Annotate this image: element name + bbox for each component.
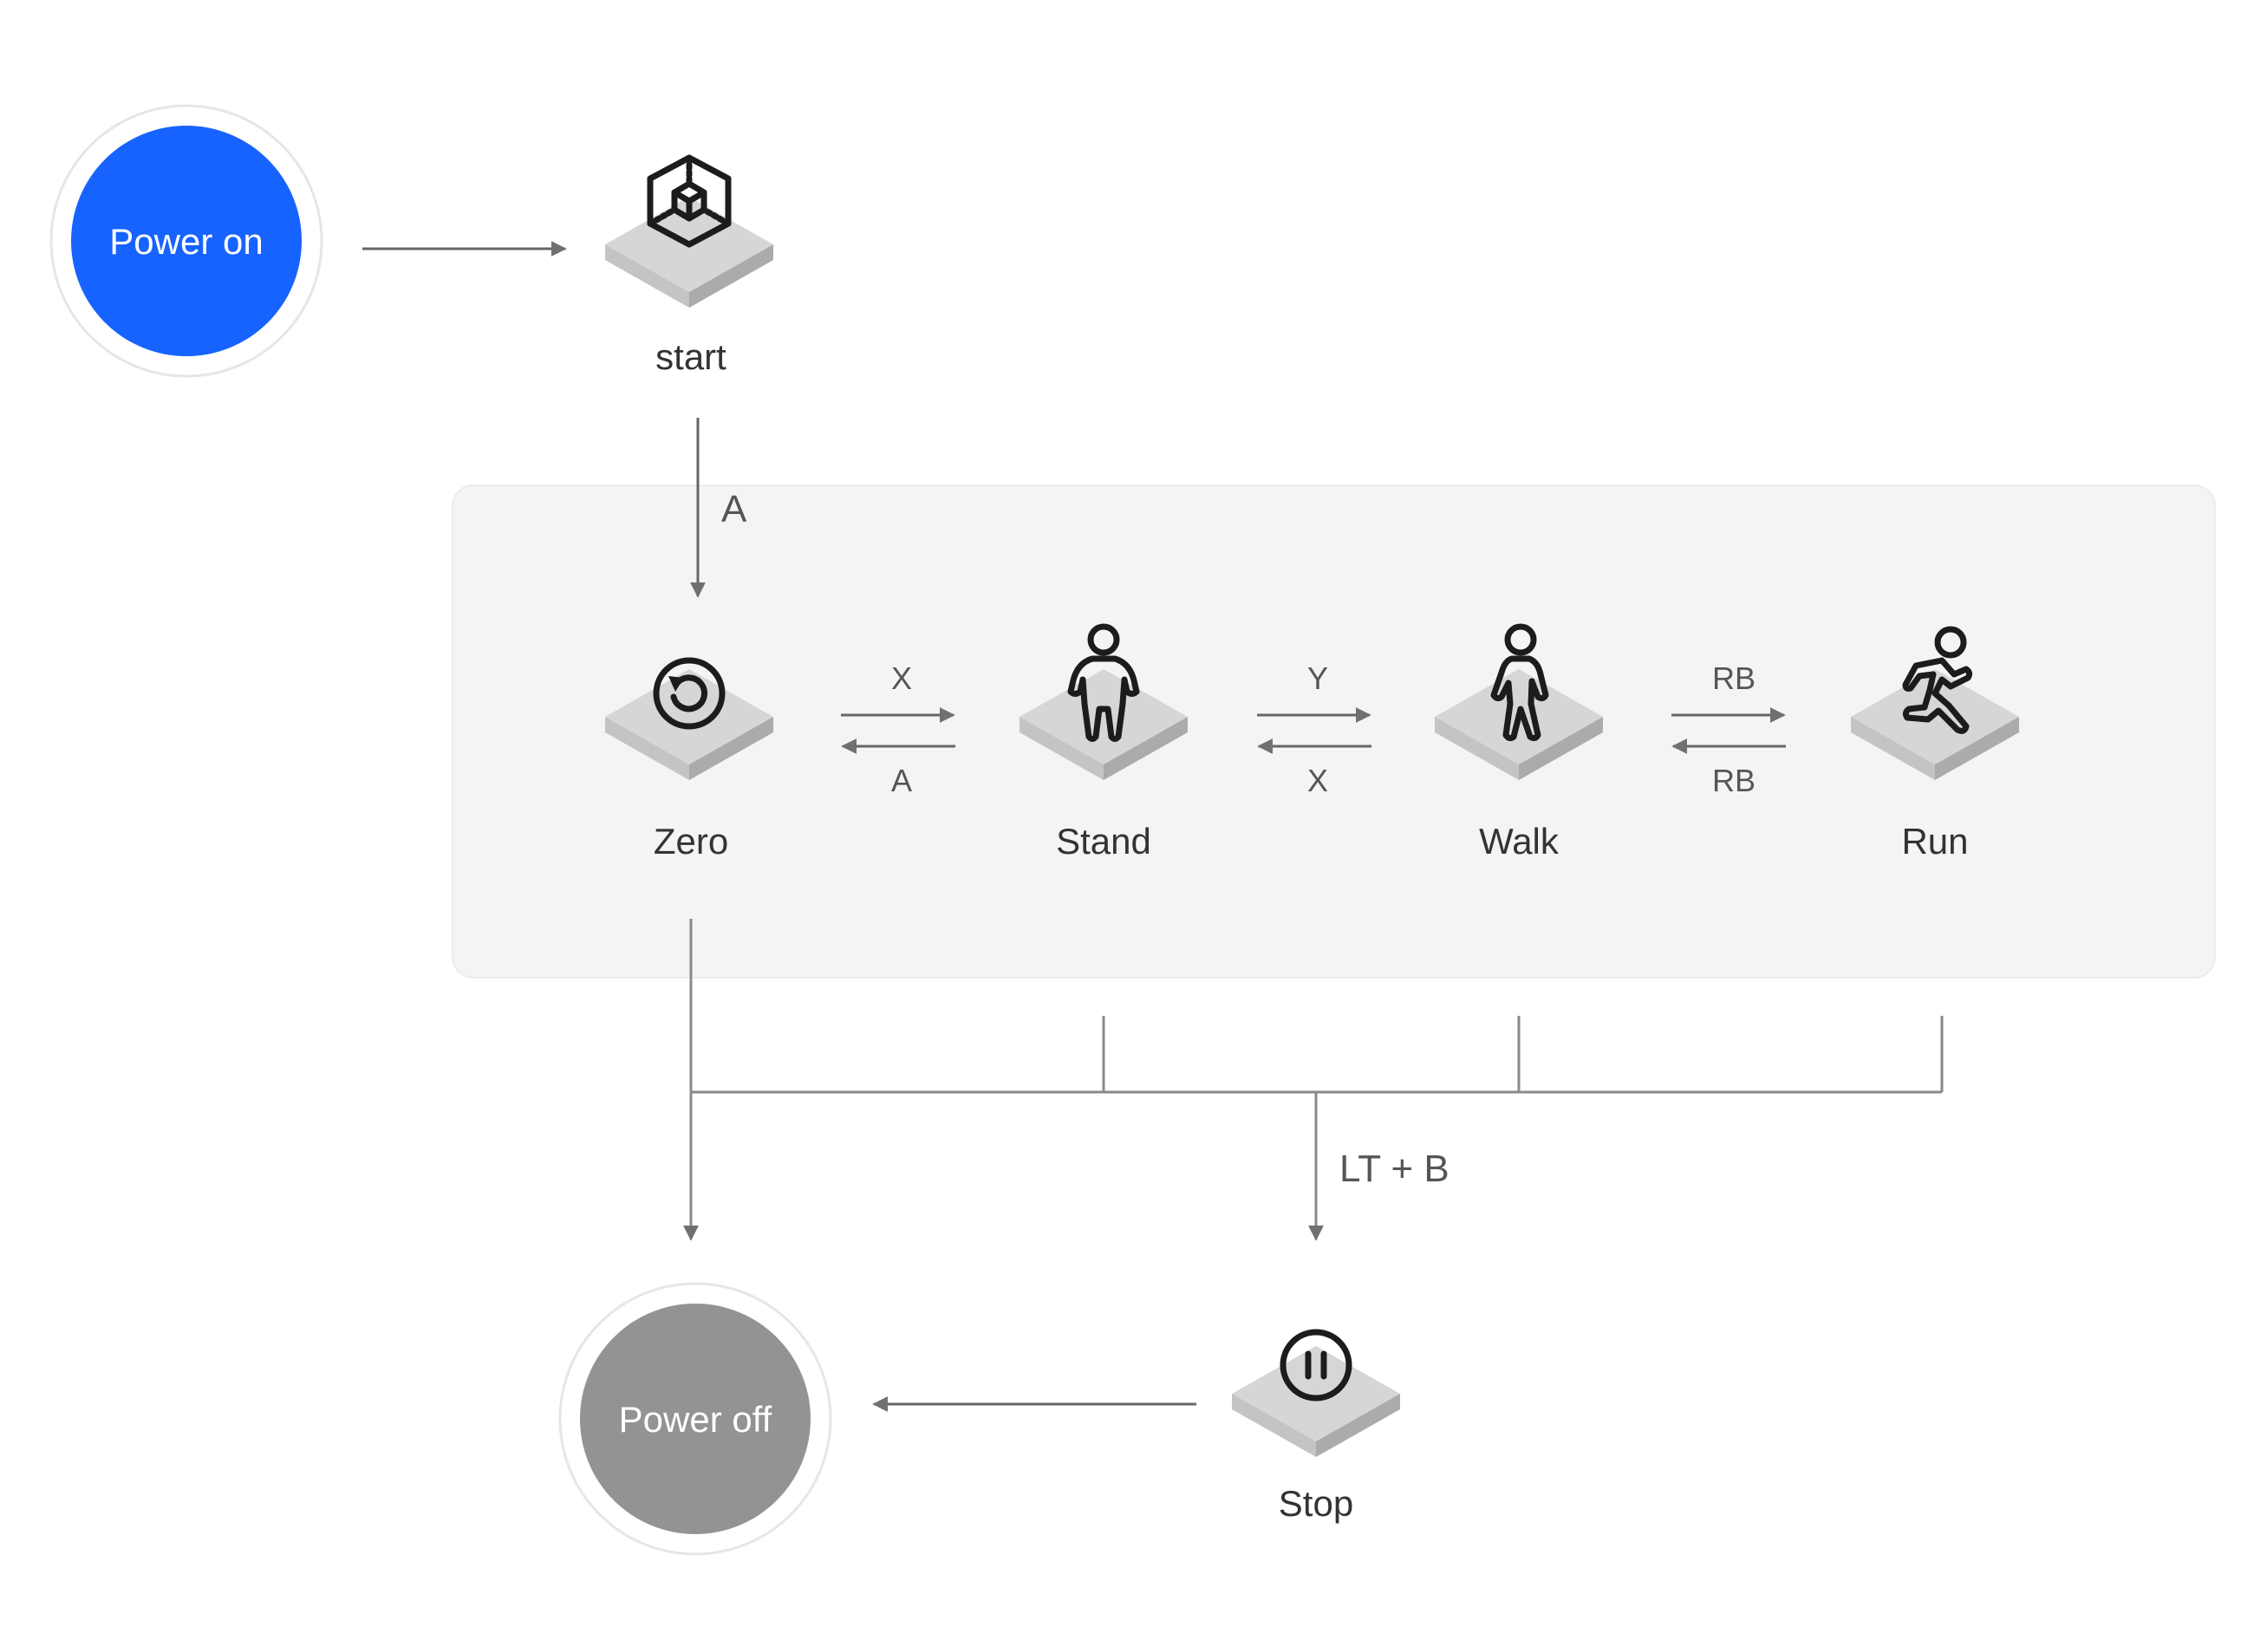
edge-to-stop-label: LT + B: [1339, 1148, 1449, 1190]
cube-icon: [647, 154, 732, 248]
edge-stand-walk-label: Y: [1307, 660, 1328, 696]
run-node[interactable]: Run: [1851, 626, 2019, 862]
edge-start-zero-label: A: [721, 488, 747, 530]
state-group-panel: [452, 485, 2216, 979]
run-label: Run: [1901, 821, 1968, 862]
walk-node[interactable]: Walk: [1435, 623, 1603, 862]
edge-run-walk-label: RB: [1712, 763, 1756, 798]
pause-icon: [1280, 1329, 1352, 1402]
stop-node[interactable]: Stop: [1232, 1329, 1400, 1524]
stop-label: Stop: [1279, 1483, 1353, 1524]
zero-label: Zero: [654, 821, 728, 862]
edge-walk-stand-label: X: [1307, 763, 1328, 798]
running-person-icon: [1902, 626, 1973, 734]
power-off-node[interactable]: Power off: [558, 1282, 832, 1556]
start-node[interactable]: start: [605, 154, 773, 377]
stand-node[interactable]: Stand: [1020, 623, 1188, 862]
reset-icon: [653, 657, 726, 730]
start-label: start: [655, 336, 726, 377]
power-on-node[interactable]: Power on: [49, 104, 323, 378]
walk-label: Walk: [1479, 821, 1560, 862]
power-on-label: Power on: [109, 221, 263, 262]
walking-person-icon: [1490, 623, 1549, 742]
power-off-label: Power off: [619, 1399, 772, 1440]
stand-label: Stand: [1056, 821, 1151, 862]
edge-zero-stand-label: X: [891, 660, 912, 696]
edge-walk-run-label: RB: [1712, 660, 1756, 696]
edge-stand-zero-label: A: [891, 763, 912, 798]
zero-node[interactable]: Zero: [605, 657, 773, 862]
standing-person-icon: [1067, 623, 1140, 742]
